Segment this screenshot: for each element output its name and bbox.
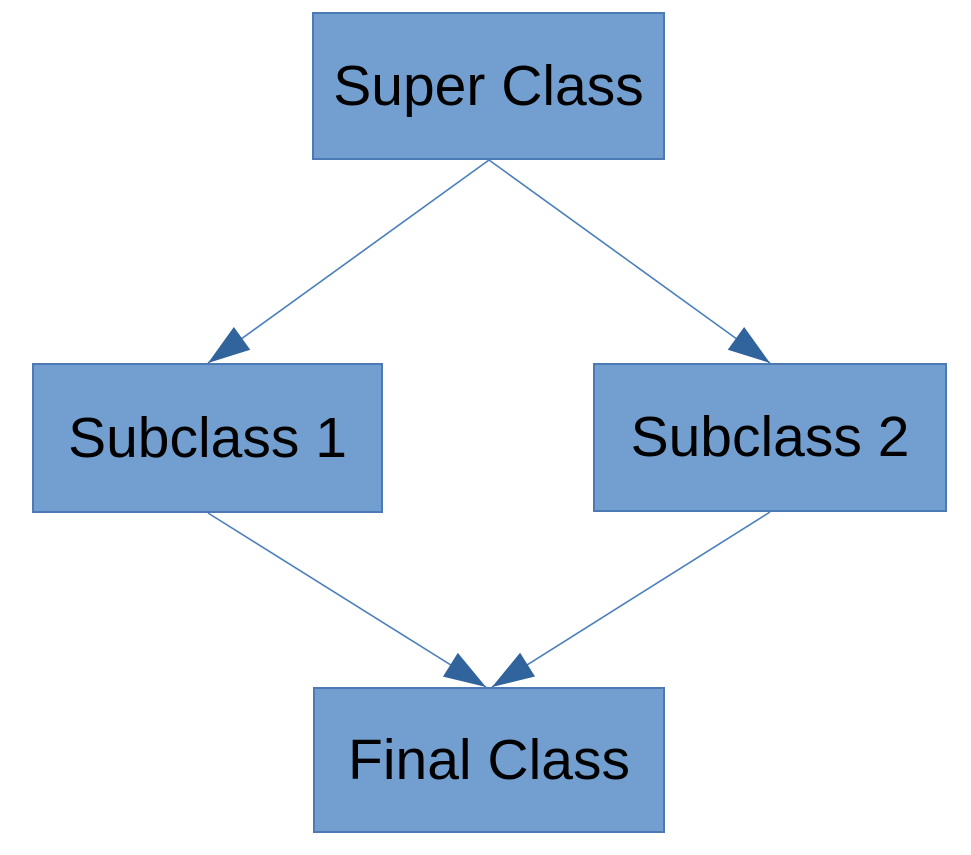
connector-super-to-subclass1 xyxy=(207,159,490,364)
node-subclass-1: Subclass 1 xyxy=(32,363,383,513)
node-final-class: Final Class xyxy=(313,687,665,833)
node-subclass-2-label: Subclass 2 xyxy=(630,405,910,469)
connector-super-to-subclass2 xyxy=(488,159,771,364)
node-final-class-label: Final Class xyxy=(348,727,630,792)
connector-subclass2-to-final xyxy=(491,511,771,688)
connector-subclass1-to-final xyxy=(207,512,487,688)
node-subclass-1-label: Subclass 1 xyxy=(68,405,347,470)
node-super-class-label: Super Class xyxy=(333,53,644,118)
node-super-class: Super Class xyxy=(312,12,665,160)
node-subclass-2: Subclass 2 xyxy=(593,363,947,512)
